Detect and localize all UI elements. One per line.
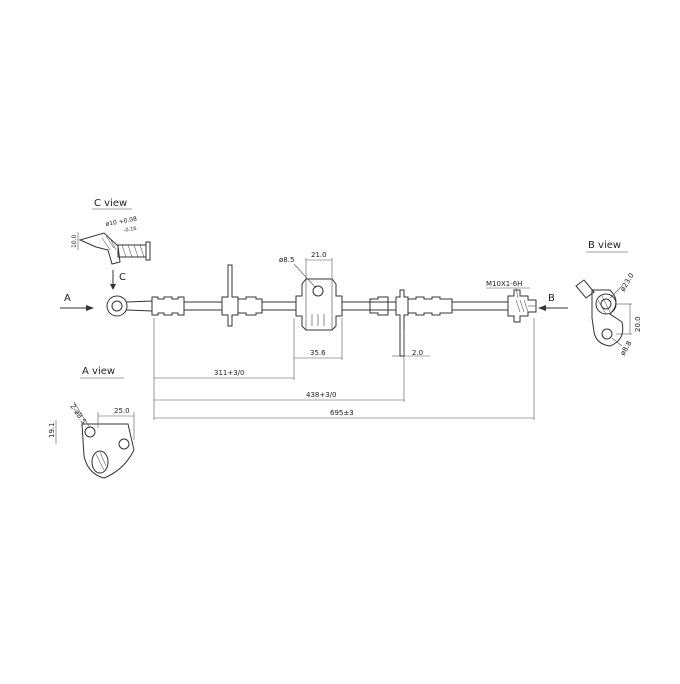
ferrule-4	[407, 296, 453, 316]
c-view: C view 10.0 ø10 +0.08 -0.16 C	[71, 198, 151, 290]
end-fitting	[507, 289, 537, 323]
a-view-d25: 25.0	[114, 407, 130, 415]
top-dimensions: ø8.5 21.0 M10X1-6H	[279, 251, 530, 299]
a-view-bracket	[81, 423, 135, 479]
b-view-body	[591, 289, 624, 347]
banjo-eye-outer	[106, 295, 128, 317]
a-view-holes: 2-ø8.5	[68, 403, 87, 426]
a-arrow-head	[86, 305, 94, 311]
dim-35-6: 35.6	[310, 349, 326, 357]
b-view-tab	[575, 279, 595, 299]
b-view-d20: 20.0	[634, 316, 642, 332]
a-arrow: A	[60, 293, 94, 311]
a-view-title: A view	[82, 366, 115, 377]
a-view-fitting	[91, 450, 109, 474]
b-arrow: B	[538, 293, 568, 311]
center-clamp	[295, 278, 343, 331]
c-arrow-label: C	[119, 272, 126, 283]
b-arrow-label: B	[548, 293, 555, 304]
a-arrow-label: A	[64, 293, 71, 304]
ferrule-3	[369, 296, 389, 316]
bracket-2	[395, 289, 409, 357]
dim-2-0: 2.0	[412, 349, 423, 357]
clamp-hole	[312, 285, 324, 297]
c-view-side-dim: 10.0	[71, 234, 78, 248]
thread-spec: M10X1-6H	[486, 280, 522, 288]
c-view-title: C view	[94, 198, 127, 209]
c-view-tol: -0.16	[123, 226, 137, 234]
dim-d8-5: ø8.5	[279, 256, 294, 264]
dim-w21: 21.0	[311, 251, 327, 259]
ferrule-1	[151, 296, 185, 316]
dim-311: 311+3/0	[214, 369, 245, 377]
a-view: A view 2-ø8.5 25.0 19.1	[48, 366, 135, 479]
c-view-fitting	[78, 232, 121, 265]
length-dimensions: 35.6 2.0 311+3/0 438+3/0 695±3	[153, 318, 535, 420]
banjo-eye-inner	[111, 300, 123, 312]
dim-438: 438+3/0	[306, 391, 337, 399]
b-view-hole	[601, 328, 613, 340]
ferrule-2	[237, 296, 263, 316]
c-arrow-head	[110, 284, 116, 290]
dim-695: 695±3	[330, 409, 354, 417]
b-view-d8-8: ø8.8	[619, 340, 634, 357]
banjo-neck	[125, 300, 153, 312]
brake-hose	[106, 264, 537, 357]
a-view-d19: 19.1	[48, 422, 56, 438]
b-view: B view ø23.0 20.0 ø8.8	[575, 240, 642, 357]
b-view-title: B view	[588, 240, 621, 251]
a-view-hole-1	[84, 426, 96, 438]
b-arrow-head	[538, 305, 546, 311]
c-view-end	[145, 241, 151, 261]
b-view-d23: ø23.0	[619, 272, 636, 293]
a-view-hole-2	[118, 438, 130, 450]
bracket-1	[221, 264, 239, 327]
